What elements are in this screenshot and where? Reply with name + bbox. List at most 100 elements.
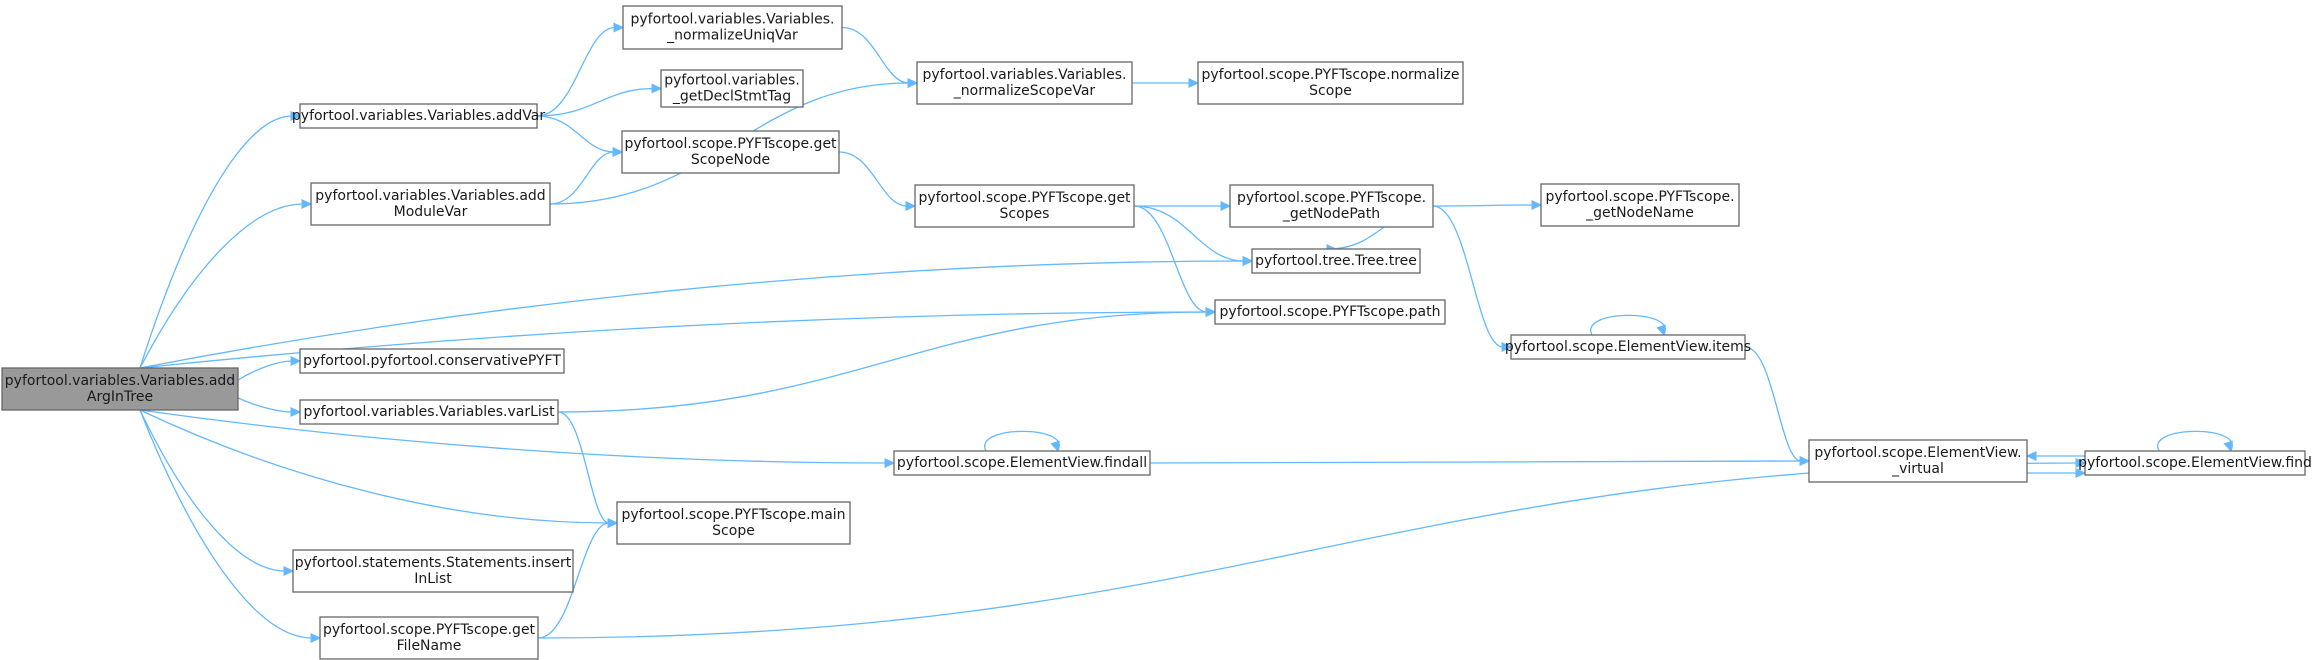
node-label: pyfortool.scope.PYFTscope.normalize xyxy=(1201,67,1459,83)
node-label: pyfortool.variables.Variables.add xyxy=(5,373,235,389)
graph-node[interactable]: pyfortool.variables.Variables._normalize… xyxy=(916,61,1133,105)
node-label: pyfortool.scope.ElementView. xyxy=(1814,445,2021,461)
node-label: _virtual xyxy=(1891,461,1944,477)
graph-node[interactable]: pyfortool.scope.PYFTscope._getNodePath xyxy=(1229,184,1434,228)
graph-node[interactable]: pyfortool.variables.Variables.varList xyxy=(299,399,559,425)
node-label: pyfortool.scope.PYFTscope.get xyxy=(323,622,536,638)
call-edge xyxy=(237,356,302,381)
node-box xyxy=(1,367,239,411)
node-label: _normalizeUniqVar xyxy=(666,28,798,44)
call-edge xyxy=(1590,314,1666,337)
node-box xyxy=(1540,183,1740,227)
node-box xyxy=(660,69,804,108)
call-edge xyxy=(139,409,619,528)
node-label: Scope xyxy=(712,523,755,539)
edge-layer xyxy=(139,22,2233,643)
graph-node[interactable]: pyfortool.variables._getDeclStmtTag xyxy=(660,69,804,108)
call-edge xyxy=(139,111,302,369)
node-box xyxy=(914,184,1135,228)
call-edge xyxy=(1149,456,1811,466)
graph-node[interactable]: pyfortool.scope.ElementView.items xyxy=(1505,334,1751,360)
graph-node[interactable]: pyfortool.variables.Variables._normalize… xyxy=(622,5,843,50)
node-label: pyfortool.scope.ElementView.find xyxy=(2078,455,2312,471)
node-box xyxy=(299,399,559,425)
graph-node[interactable]: pyfortool.variables.Variables.addArgInTr… xyxy=(1,367,239,411)
graph-node[interactable]: pyfortool.variables.Variables.addModuleV… xyxy=(310,182,551,226)
node-label: FileName xyxy=(397,638,462,654)
node-box xyxy=(1197,61,1464,105)
node-label: pyfortool.variables.Variables. xyxy=(630,12,834,28)
node-box xyxy=(916,61,1133,105)
call-edge xyxy=(536,115,624,157)
graph-node[interactable]: pyfortool.scope.ElementView.find xyxy=(2078,450,2312,476)
node-label: ScopeNode xyxy=(691,152,770,168)
node-label: InList xyxy=(414,571,452,587)
node-label: _normalizeScopeVar xyxy=(953,83,1096,99)
node-box xyxy=(2084,450,2306,476)
call-edge xyxy=(1432,200,1543,210)
node-box xyxy=(1214,299,1446,325)
call-edge xyxy=(536,22,625,117)
node-box xyxy=(621,130,840,174)
node-label: ArgInTree xyxy=(87,389,153,405)
call-edge xyxy=(1132,78,1200,88)
call-edge xyxy=(537,518,619,639)
node-box xyxy=(622,5,843,50)
graph-node[interactable]: pyfortool.tree.Tree.tree xyxy=(1251,248,1421,274)
node-label: pyfortool.variables.Variables.add xyxy=(315,188,545,204)
call-edge xyxy=(139,409,295,576)
call-edge xyxy=(139,199,313,369)
node-label: pyfortool.tree.Tree.tree xyxy=(1255,253,1417,269)
graph-node[interactable]: pyfortool.scope.PYFTscope.path xyxy=(1214,299,1446,325)
node-label: pyfortool.scope.ElementView.findall xyxy=(897,455,1147,471)
graph-node[interactable]: pyfortool.statements.Statements.insertIn… xyxy=(292,549,574,593)
node-label: _getNodeName xyxy=(1585,205,1694,221)
node-layer: pyfortool.variables.Variables.addArgInTr… xyxy=(1,5,2312,660)
call-edge xyxy=(139,409,896,468)
node-label: ModuleVar xyxy=(394,204,468,220)
node-label: _getDeclStmtTag xyxy=(672,89,791,105)
graph-node[interactable]: pyfortool.pyfortool.conservativePYFT xyxy=(299,348,565,374)
call-edge xyxy=(1133,205,1254,266)
node-label: pyfortool.pyfortool.conservativePYFT xyxy=(303,353,561,369)
graph-node[interactable]: pyfortool.scope.PYFTscope._getNodeName xyxy=(1540,183,1740,227)
call-edge xyxy=(984,430,1060,453)
node-label: pyfortool.scope.ElementView.items xyxy=(1505,339,1751,355)
call-edge xyxy=(2027,468,2087,478)
node-box xyxy=(1251,248,1421,274)
call-edge xyxy=(1432,205,1513,352)
node-box xyxy=(1229,184,1434,228)
call-edge xyxy=(841,26,919,88)
call-edge xyxy=(838,151,917,211)
node-label: pyfortool.scope.PYFTscope. xyxy=(1237,190,1426,206)
node-box xyxy=(893,450,1151,476)
node-label: pyfortool.variables. xyxy=(664,73,800,89)
node-label: pyfortool.scope.PYFTscope.get xyxy=(624,136,837,152)
graph-node[interactable]: pyfortool.scope.ElementView.findall xyxy=(893,450,1151,476)
node-label: Scopes xyxy=(1000,206,1050,222)
node-label: pyfortool.scope.PYFTscope.get xyxy=(918,190,1131,206)
node-label: pyfortool.variables.Variables.varList xyxy=(303,404,555,420)
call-edge xyxy=(536,83,663,117)
call-edge xyxy=(1134,201,1232,211)
call-edge xyxy=(2025,451,2085,461)
node-label: pyfortool.scope.PYFTscope.path xyxy=(1220,304,1441,320)
graph-node[interactable]: pyfortool.scope.ElementView._virtual xyxy=(1808,439,2028,483)
node-label: Scope xyxy=(1309,83,1352,99)
node-box xyxy=(292,549,574,593)
call-edge xyxy=(139,409,322,643)
node-label: pyfortool.scope.PYFTscope. xyxy=(1545,189,1734,205)
call-edge xyxy=(237,397,302,417)
node-label: pyfortool.variables.Variables. xyxy=(922,67,1126,83)
node-box xyxy=(1808,439,2028,483)
node-box xyxy=(616,501,851,545)
graph-node[interactable]: pyfortool.variables.Variables.addVar xyxy=(292,103,545,129)
node-label: pyfortool.variables.Variables.addVar xyxy=(292,108,545,124)
graph-node[interactable]: pyfortool.scope.PYFTscope.normalizeScope xyxy=(1197,61,1464,105)
call-edge xyxy=(2157,430,2233,453)
node-box xyxy=(299,103,538,129)
